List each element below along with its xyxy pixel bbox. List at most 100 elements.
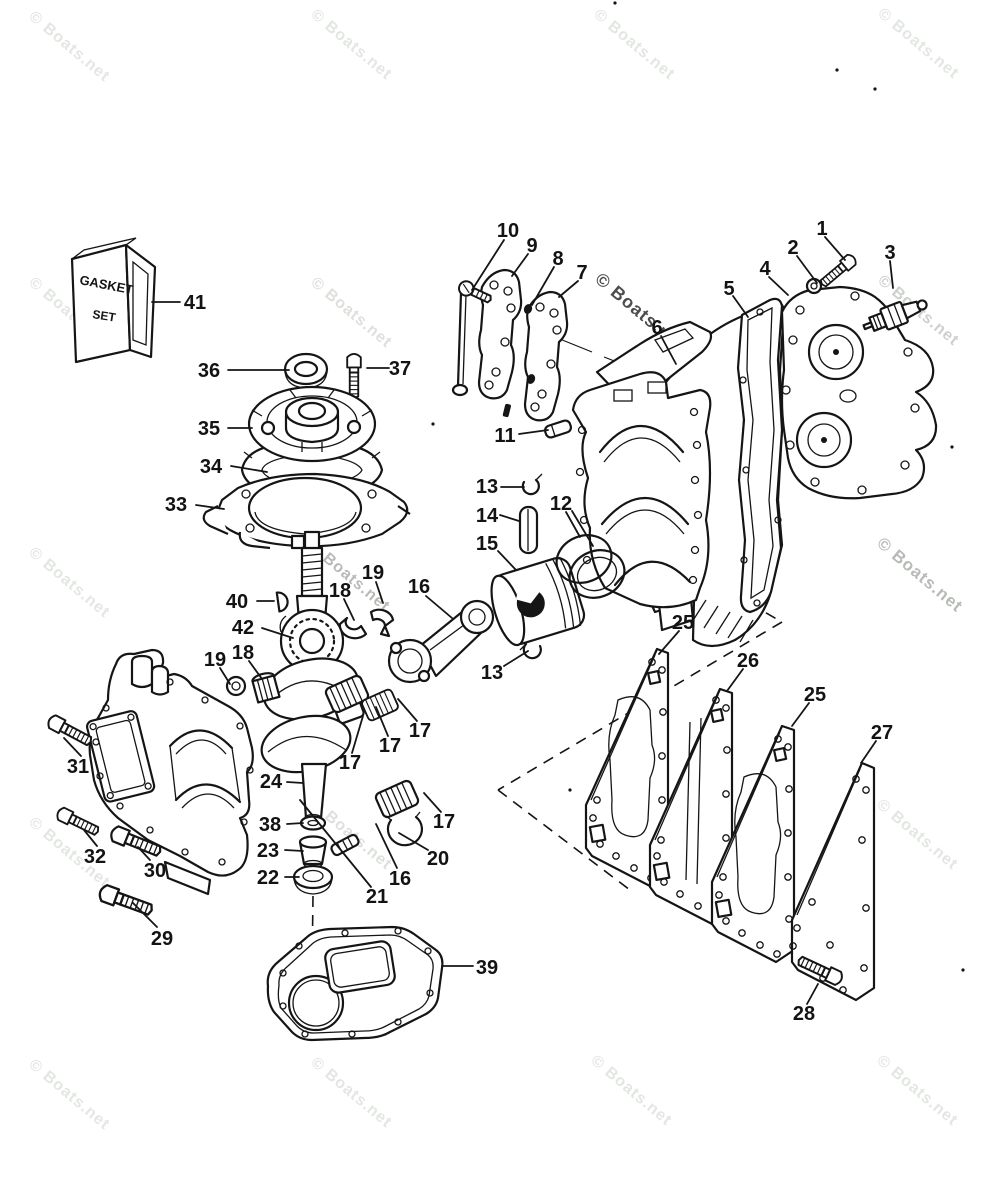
part-label-32: 32 bbox=[84, 846, 106, 868]
leader-line bbox=[806, 983, 819, 1005]
part-22-bearing bbox=[292, 864, 334, 895]
leader-line bbox=[497, 550, 517, 571]
watermark: © Boats.net bbox=[307, 6, 395, 83]
part-17-roller-cage-c bbox=[373, 778, 421, 820]
part-25-gasket-second bbox=[710, 724, 796, 964]
leader-line bbox=[286, 781, 304, 784]
part-label-13: 13 bbox=[481, 662, 503, 684]
part-label-39: 39 bbox=[476, 957, 498, 979]
part-label-36: 36 bbox=[198, 360, 220, 382]
leader-line bbox=[768, 276, 789, 296]
part-21-crank-pin bbox=[330, 833, 360, 857]
speck-dot bbox=[950, 445, 954, 449]
leader-line bbox=[889, 260, 894, 289]
part-label-19: 19 bbox=[362, 562, 384, 584]
part-label-17: 17 bbox=[379, 735, 401, 757]
speck-dot bbox=[613, 1, 617, 5]
part-13-clip-bottom bbox=[519, 642, 542, 660]
leader-line bbox=[503, 650, 529, 667]
part-label-22: 22 bbox=[257, 867, 279, 889]
part-label-31: 31 bbox=[67, 756, 89, 778]
part-18-bearing-half-upper bbox=[338, 616, 368, 640]
leader-line bbox=[425, 595, 453, 619]
speck-dot bbox=[568, 788, 572, 792]
leader-line bbox=[571, 510, 594, 547]
part-label-16: 16 bbox=[408, 576, 430, 598]
part-label-24: 24 bbox=[260, 771, 283, 793]
part-label-5: 5 bbox=[723, 278, 734, 300]
part-30-crankcase-lower-half bbox=[85, 648, 254, 896]
part-label-17: 17 bbox=[339, 752, 361, 774]
part-35-bearing-housing bbox=[247, 385, 377, 463]
part-14-piston-pin bbox=[518, 505, 539, 555]
part-label-15: 15 bbox=[476, 533, 498, 555]
leader-line bbox=[824, 236, 846, 261]
dashed-alignment-line bbox=[497, 621, 783, 791]
leader-line bbox=[375, 581, 384, 604]
watermark: © Boats.net bbox=[873, 534, 966, 617]
part-3-spark-plug bbox=[862, 299, 928, 332]
leader-line bbox=[83, 829, 98, 847]
part-27-outer-cover bbox=[789, 761, 876, 1002]
part-40-woodruff-key bbox=[275, 591, 289, 613]
gasket-box-line2: SET bbox=[92, 307, 118, 325]
leader-line bbox=[796, 255, 818, 284]
part-8-grommets bbox=[502, 304, 536, 418]
leader-lines-layer bbox=[63, 236, 894, 1005]
part-label-25: 25 bbox=[804, 684, 826, 706]
part-39-base-gasket bbox=[266, 925, 444, 1042]
part-label-13: 13 bbox=[476, 476, 498, 498]
part-label-4: 4 bbox=[759, 258, 771, 280]
speck-dots-layer bbox=[431, 1, 965, 972]
part-37-bolt bbox=[346, 352, 362, 400]
part-5-head-gasket bbox=[736, 297, 784, 614]
part-label-38: 38 bbox=[259, 814, 281, 836]
part-label-23: 23 bbox=[257, 840, 279, 862]
leader-line bbox=[499, 514, 520, 522]
watermark: © Boats.net bbox=[25, 8, 113, 85]
part-12-piston-rings bbox=[555, 534, 626, 599]
part-label-26: 26 bbox=[737, 650, 759, 672]
part-18-splined-bushing bbox=[251, 672, 281, 704]
part-13-clip-top bbox=[521, 473, 543, 496]
part-42-bearing-label-target bbox=[279, 615, 287, 633]
leader-line bbox=[195, 504, 225, 510]
leader-line bbox=[299, 799, 372, 888]
gasket-set-box: GASKET SET bbox=[70, 237, 157, 364]
part-16-connecting-rod bbox=[387, 599, 495, 684]
speck-dot bbox=[431, 422, 435, 426]
part-19-thrust-ring bbox=[225, 675, 247, 697]
speck-dot bbox=[961, 968, 965, 972]
part-label-30: 30 bbox=[144, 860, 166, 882]
leader-line bbox=[351, 715, 364, 754]
part-6-crankcase-front-half bbox=[571, 371, 712, 609]
part-4-head-cover bbox=[780, 285, 938, 500]
part-11-dowel-pin bbox=[543, 419, 573, 439]
part-label-3: 3 bbox=[884, 242, 895, 264]
leader-line bbox=[511, 253, 529, 277]
part-label-2: 2 bbox=[787, 237, 798, 259]
speck-dot bbox=[835, 68, 839, 72]
leader-line bbox=[261, 627, 294, 639]
part-36-oil-seal bbox=[283, 352, 329, 389]
part-label-25: 25 bbox=[672, 612, 694, 634]
part-label-35: 35 bbox=[198, 418, 220, 440]
leader-line bbox=[248, 660, 263, 680]
part-label-27: 27 bbox=[871, 722, 893, 744]
leader-line bbox=[219, 667, 231, 685]
part-19-bearing-half-upper bbox=[369, 608, 395, 638]
part-label-14: 14 bbox=[476, 505, 499, 527]
part-label-33: 33 bbox=[165, 494, 187, 516]
leader-line bbox=[732, 295, 749, 318]
part-23-spacer bbox=[298, 835, 328, 869]
part-26-reed-plate bbox=[648, 687, 734, 927]
part-label-16: 16 bbox=[389, 868, 411, 890]
watermark: © Boats.net bbox=[873, 796, 961, 873]
leader-line bbox=[471, 239, 505, 291]
part-label-17: 17 bbox=[433, 811, 455, 833]
part-20-circlip bbox=[385, 811, 424, 847]
watermark: © Boats.net bbox=[307, 274, 395, 351]
part-label-12: 12 bbox=[550, 493, 572, 515]
leader-line bbox=[660, 335, 677, 365]
